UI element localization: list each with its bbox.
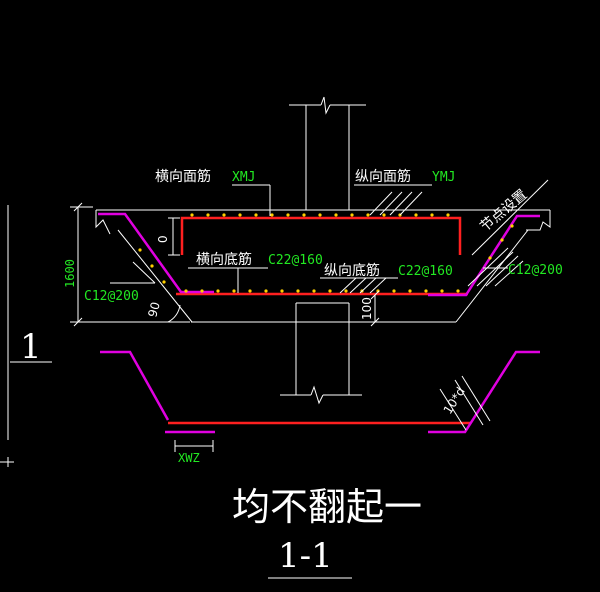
section-title: 1-1 — [278, 536, 333, 576]
label-transverse-bottom-spec: C22@160 — [268, 253, 323, 268]
rebar-dot — [280, 289, 284, 293]
dim-xwz: XWZ — [178, 451, 200, 465]
note-text: 均不翻起一 — [232, 485, 422, 529]
rebar-dot — [286, 213, 290, 217]
rebar-dot — [488, 256, 492, 260]
rebar-dot — [138, 248, 142, 252]
rebar-dot — [206, 213, 210, 217]
rebar-dot — [408, 289, 412, 293]
rebar-dot — [414, 213, 418, 217]
column-bottom — [280, 302, 362, 405]
rebar-dot — [248, 289, 252, 293]
label-longitudinal-top-code: YMJ — [432, 170, 455, 185]
rebar-dot — [424, 289, 428, 293]
label-side-rebar-right: C12@200 — [508, 263, 563, 278]
dim-zero: 0 — [156, 235, 170, 243]
dimension-lines — [70, 202, 380, 327]
rebar-dot — [150, 264, 154, 268]
rebar-dot — [232, 289, 236, 293]
rebar-dot — [392, 289, 396, 293]
label-transverse-bottom: 横向底筋 — [196, 251, 252, 268]
rebar-dot — [190, 213, 194, 217]
rebar-dot — [200, 289, 204, 293]
rebar-dots — [138, 213, 514, 293]
lower-rebar-diagram — [100, 350, 540, 434]
rebar-dot — [446, 213, 450, 217]
label-longitudinal-bottom: 纵向底筋 — [324, 262, 380, 279]
dim-angle: 90 — [145, 300, 162, 318]
rebar-dot — [312, 289, 316, 293]
label-side-rebar-left: C12@200 — [84, 289, 139, 304]
rebar-dot — [440, 289, 444, 293]
leader-lines — [110, 179, 549, 294]
dim-height: 1600 — [63, 259, 77, 288]
label-transverse-top-code: XMJ — [232, 170, 255, 185]
left-frame — [0, 205, 52, 467]
rebar-dot — [430, 213, 434, 217]
rebar-dot — [328, 289, 332, 293]
rebar-dot — [238, 213, 242, 217]
rebar-dot — [500, 238, 504, 242]
rebar-dot — [456, 289, 460, 293]
rebar-dot — [302, 213, 306, 217]
rebar-dot — [264, 289, 268, 293]
label-node-setting: 节点设置 — [477, 187, 530, 235]
dim-10d: 10*d — [441, 385, 468, 417]
rebar-dot — [254, 213, 258, 217]
rebar-dot — [184, 289, 188, 293]
rebar-dot — [216, 289, 220, 293]
rebar-dot — [162, 280, 166, 284]
rebar-dot — [222, 213, 226, 217]
column-top — [289, 96, 366, 210]
rebar-dot — [510, 224, 514, 228]
rebar-dot — [334, 213, 338, 217]
label-transverse-top: 横向面筋 — [155, 168, 211, 185]
left-section-mark: 1 — [20, 327, 42, 367]
cap-outline — [95, 209, 551, 323]
rebar-dot — [350, 213, 354, 217]
label-longitudinal-top: 纵向面筋 — [355, 168, 411, 185]
rebar-dot — [366, 213, 370, 217]
label-longitudinal-bottom-spec: C22@160 — [398, 264, 453, 279]
rebar-dot — [318, 213, 322, 217]
rebar-dot — [382, 213, 386, 217]
dim-100: 100 — [360, 297, 374, 320]
rebar-dot — [344, 289, 348, 293]
rebar-dot — [270, 213, 274, 217]
rebar-dot — [296, 289, 300, 293]
lower-dimensions — [174, 375, 491, 452]
rebar-cage — [98, 212, 540, 297]
